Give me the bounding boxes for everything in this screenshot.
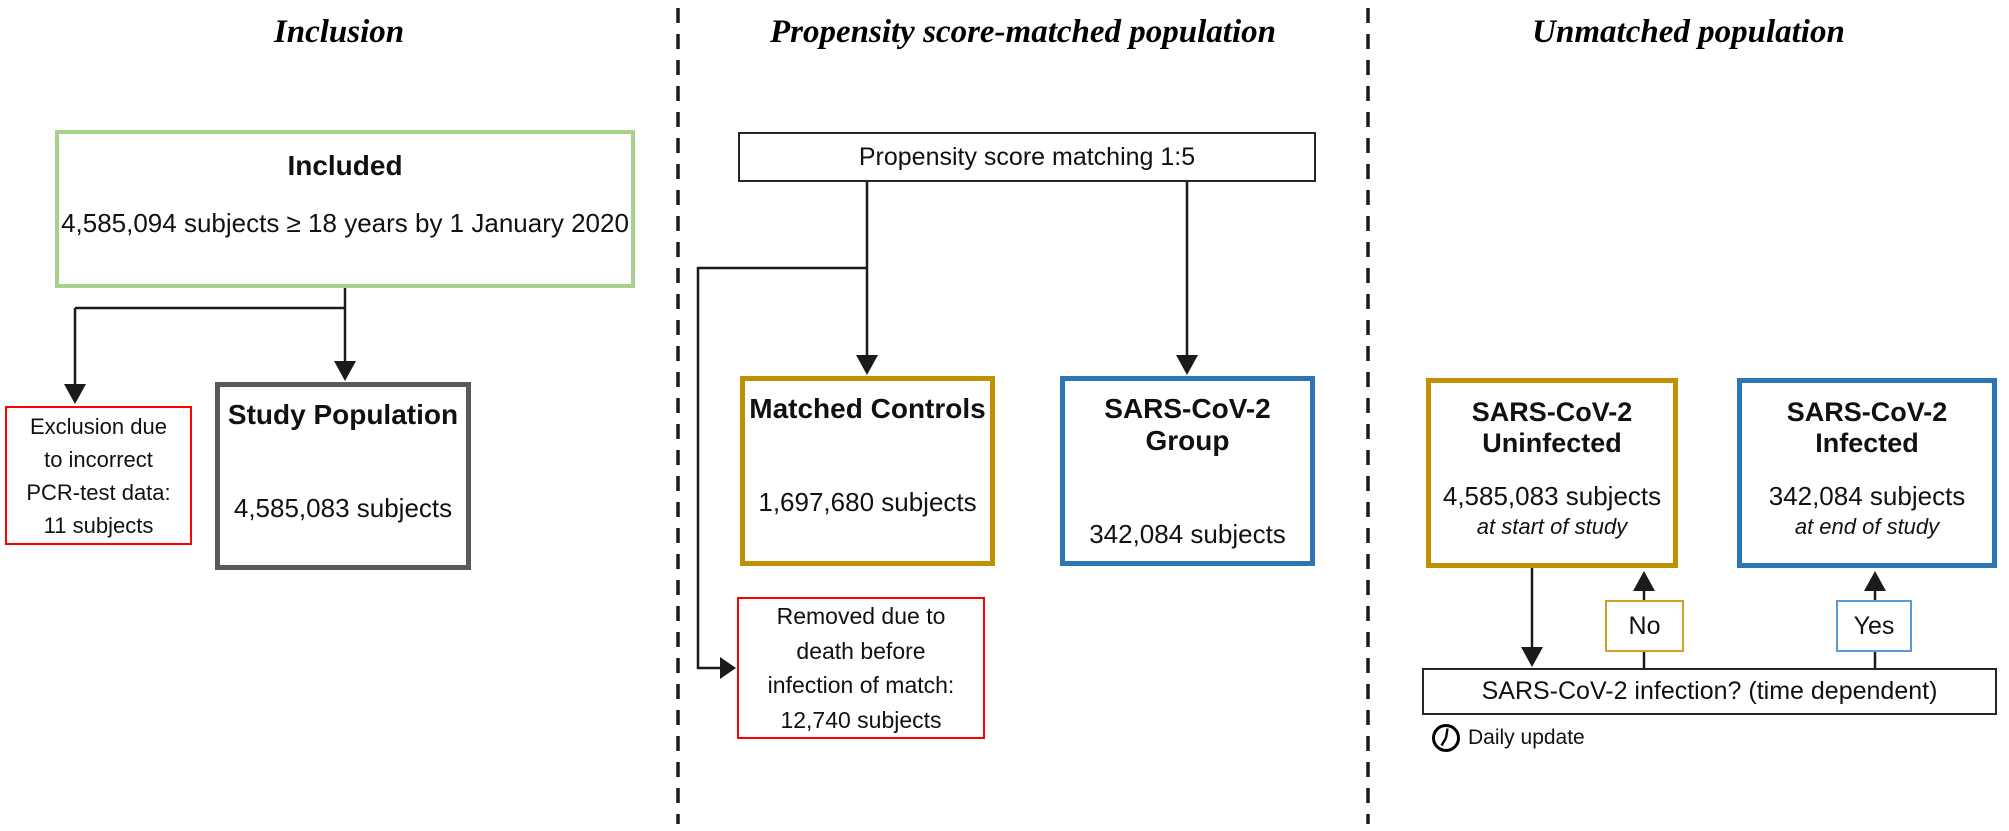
study-population-heading: Study Population <box>227 399 459 430</box>
infected-box: SARS-CoV-2 Infected 342,084 subjects at … <box>1737 378 1997 568</box>
section-title-matched: Propensity score-matched population <box>770 14 1276 50</box>
arrowhead-removed <box>720 657 736 679</box>
matched-controls-heading: Matched Controls <box>749 393 986 424</box>
infection-question-box: SARS-CoV-2 infection? (time dependent) <box>1422 668 1997 715</box>
uninfected-note: at start of study <box>1476 514 1628 540</box>
arrowhead-up-uninfected <box>1633 571 1655 591</box>
infected-heading-line2: Infected <box>1815 428 1919 459</box>
study-population-box: Study Population 4,585,083 subjects <box>215 382 471 570</box>
clock-icon <box>1432 724 1460 752</box>
removed-line: 12,740 subjects <box>780 706 942 733</box>
exclusion-line: to incorrect <box>44 446 153 472</box>
uninfected-heading-line1: SARS-CoV-2 <box>1471 397 1633 427</box>
infected-note: at end of study <box>1794 514 1940 540</box>
infection-question-label: SARS-CoV-2 infection? (time dependent) <box>1481 677 1938 705</box>
infected-body: 342,084 subjects <box>1768 481 1966 512</box>
included-box: Included 4,585,094 subjects ≥ 18 years b… <box>55 130 635 288</box>
uninfected-heading: SARS-CoV-2 Uninfected <box>1472 397 1633 459</box>
exclusion-line: Exclusion due <box>30 413 167 439</box>
arrowhead-study <box>334 361 356 381</box>
removed-line: death before <box>796 637 926 664</box>
removed-box: Removed due to death before infection of… <box>737 597 985 739</box>
infected-heading-line1: SARS-CoV-2 <box>1786 397 1948 427</box>
yes-box: Yes <box>1836 600 1912 652</box>
yes-label: Yes <box>1853 611 1895 640</box>
exclusion-line: 11 subjects <box>43 512 154 538</box>
included-heading: Included <box>287 150 403 181</box>
sars-cov2-group-body: 342,084 subjects <box>1089 519 1286 550</box>
arrowhead-up-infected <box>1864 571 1886 591</box>
arrowhead-infection <box>1521 647 1543 667</box>
removed-line: Removed due to <box>776 603 946 629</box>
sars-cov2-group-heading: SARS-CoV-2 Group <box>1104 393 1271 457</box>
daily-update-label: Daily update <box>1468 726 1585 749</box>
propensity-matching-box: Propensity score matching 1:5 <box>738 132 1316 182</box>
arrowhead-exclusion <box>64 384 86 404</box>
study-population-body: 4,585,083 subjects <box>233 493 453 524</box>
no-box: No <box>1605 600 1684 652</box>
matched-controls-body: 1,697,680 subjects <box>758 487 977 518</box>
exclusion-line: PCR-test data: <box>26 479 171 505</box>
arrowhead-sars-group <box>1176 355 1198 375</box>
included-body: 4,585,094 subjects ≥ 18 years by 1 Janua… <box>61 208 629 239</box>
uninfected-heading-line2: Uninfected <box>1482 428 1622 459</box>
uninfected-box: SARS-CoV-2 Uninfected 4,585,083 subjects… <box>1426 378 1678 568</box>
section-title-inclusion: Inclusion <box>273 14 405 50</box>
propensity-matching-label: Propensity score matching 1:5 <box>858 142 1196 171</box>
sars-cov2-group-box: SARS-CoV-2 Group 342,084 subjects <box>1060 376 1315 566</box>
exclusion-box: Exclusion due to incorrect PCR-test data… <box>5 406 192 545</box>
daily-update: Daily update <box>1430 722 1585 754</box>
removed-line: infection of match: <box>767 672 955 698</box>
uninfected-body: 4,585,083 subjects <box>1442 481 1662 512</box>
section-title-unmatched: Unmatched population <box>1532 14 1845 50</box>
arrowhead-matched-controls <box>856 355 878 375</box>
infected-heading: SARS-CoV-2 Infected <box>1787 397 1948 459</box>
matched-controls-box: Matched Controls 1,697,680 subjects <box>740 376 995 566</box>
no-label: No <box>1628 611 1661 640</box>
